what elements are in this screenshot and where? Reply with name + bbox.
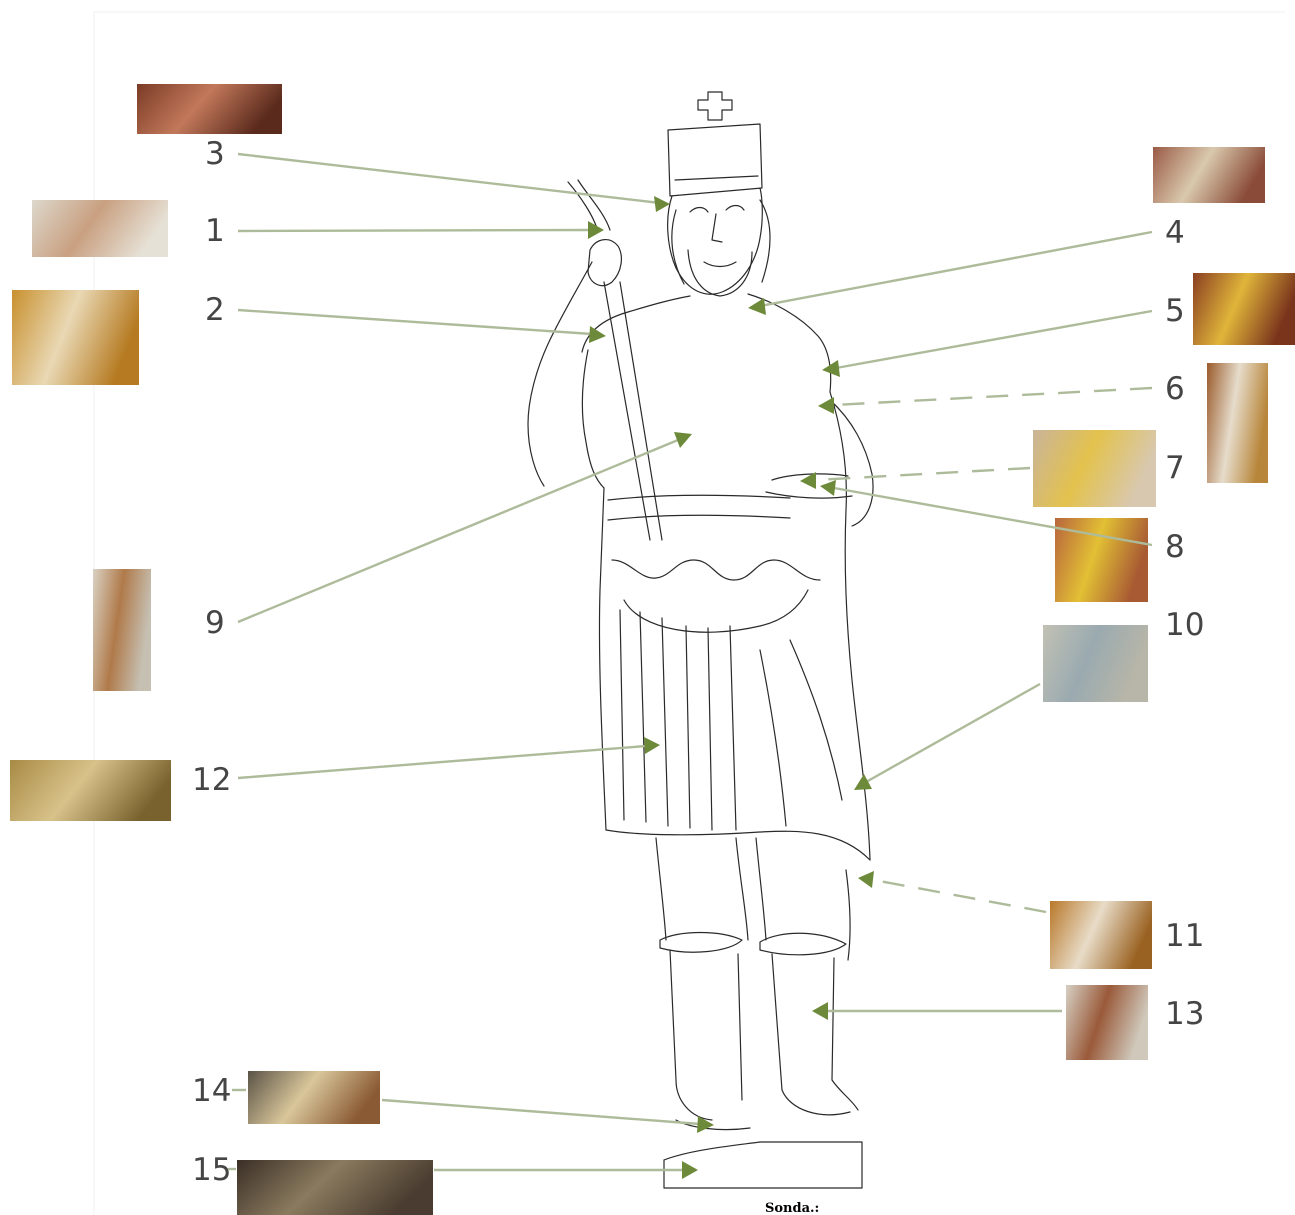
probe-label-10: 10 bbox=[1165, 607, 1204, 643]
probe-label-8: 8 bbox=[1165, 529, 1185, 565]
probe-3: 3 bbox=[137, 84, 670, 212]
probe-photo-1 bbox=[32, 200, 168, 257]
probe-label-14: 14 bbox=[192, 1073, 231, 1109]
probe-13: 13 bbox=[812, 985, 1204, 1060]
probe-leader-3 bbox=[238, 154, 660, 203]
probe-photo-11 bbox=[1050, 901, 1152, 969]
probe-leader-5 bbox=[836, 311, 1152, 368]
probe-leader-12 bbox=[238, 746, 646, 778]
probe-leader-4 bbox=[760, 232, 1152, 306]
probe-12: 12 bbox=[10, 737, 660, 821]
probe-arrow-1 bbox=[588, 221, 604, 239]
probe-photo-13 bbox=[1066, 985, 1148, 1060]
probe-arrow-3 bbox=[654, 196, 670, 212]
probe-2: 2 bbox=[12, 290, 606, 385]
probe-photo-9 bbox=[93, 569, 151, 691]
probe-photo-2 bbox=[12, 290, 139, 385]
probe-photo-6 bbox=[1207, 363, 1268, 483]
probe-label-2: 2 bbox=[205, 292, 225, 328]
probe-14: 14 bbox=[192, 1071, 714, 1133]
probe-11: 11 bbox=[858, 871, 1204, 969]
probe-arrow-12 bbox=[644, 737, 660, 754]
probe-photo-3 bbox=[137, 84, 282, 134]
probe-5: 5 bbox=[822, 273, 1295, 377]
probe-label-7: 7 bbox=[1165, 450, 1185, 486]
probe-photo-14 bbox=[248, 1071, 380, 1124]
probe-label-1: 1 bbox=[205, 213, 225, 249]
probe-leader-11 bbox=[874, 880, 1046, 912]
probe-label-9: 9 bbox=[205, 605, 225, 641]
probe-leader-6 bbox=[834, 388, 1152, 405]
probe-1: 1 bbox=[32, 200, 604, 257]
probe-leader-1 bbox=[238, 230, 590, 231]
probe-arrow-2 bbox=[589, 326, 606, 343]
probe-label-12: 12 bbox=[192, 762, 231, 798]
probe-photo-5 bbox=[1193, 273, 1295, 345]
probe-9: 9 bbox=[93, 432, 692, 691]
probe-leader-7 bbox=[816, 468, 1030, 480]
probe-leader-10 bbox=[866, 684, 1040, 782]
probe-label-5: 5 bbox=[1165, 293, 1185, 329]
probe-leader-9 bbox=[238, 440, 678, 622]
probe-leader-2 bbox=[238, 310, 592, 334]
saint-statue-outline bbox=[528, 92, 873, 1188]
probe-photo-15 bbox=[237, 1160, 433, 1215]
figure-caption: Sonda.: bbox=[765, 1201, 819, 1215]
probe-photo-12 bbox=[10, 760, 171, 821]
probe-photo-7 bbox=[1033, 430, 1156, 507]
probe-label-13: 13 bbox=[1165, 996, 1204, 1032]
probe-arrow-13 bbox=[812, 1002, 828, 1020]
probe-label-15: 15 bbox=[192, 1152, 231, 1188]
probe-label-3: 3 bbox=[205, 136, 225, 172]
probe-photo-10 bbox=[1043, 625, 1148, 702]
probe-leader-14 bbox=[382, 1100, 700, 1124]
probe-label-11: 11 bbox=[1165, 918, 1204, 954]
probe-label-6: 6 bbox=[1165, 371, 1185, 407]
probe-4: 4 bbox=[748, 147, 1265, 315]
probe-10: 10 bbox=[854, 607, 1204, 790]
probe-arrow-11 bbox=[858, 871, 874, 888]
probe-7: 7 bbox=[800, 430, 1185, 507]
probe-arrow-6 bbox=[818, 397, 834, 414]
probe-arrow-10 bbox=[854, 774, 872, 790]
probe-photo-4 bbox=[1153, 147, 1265, 203]
probe-arrow-8 bbox=[820, 480, 836, 496]
probe-label-4: 4 bbox=[1165, 215, 1185, 251]
probe-arrow-15 bbox=[682, 1161, 698, 1179]
probe-15: 15 bbox=[192, 1152, 698, 1215]
probe-arrow-4 bbox=[748, 298, 766, 315]
